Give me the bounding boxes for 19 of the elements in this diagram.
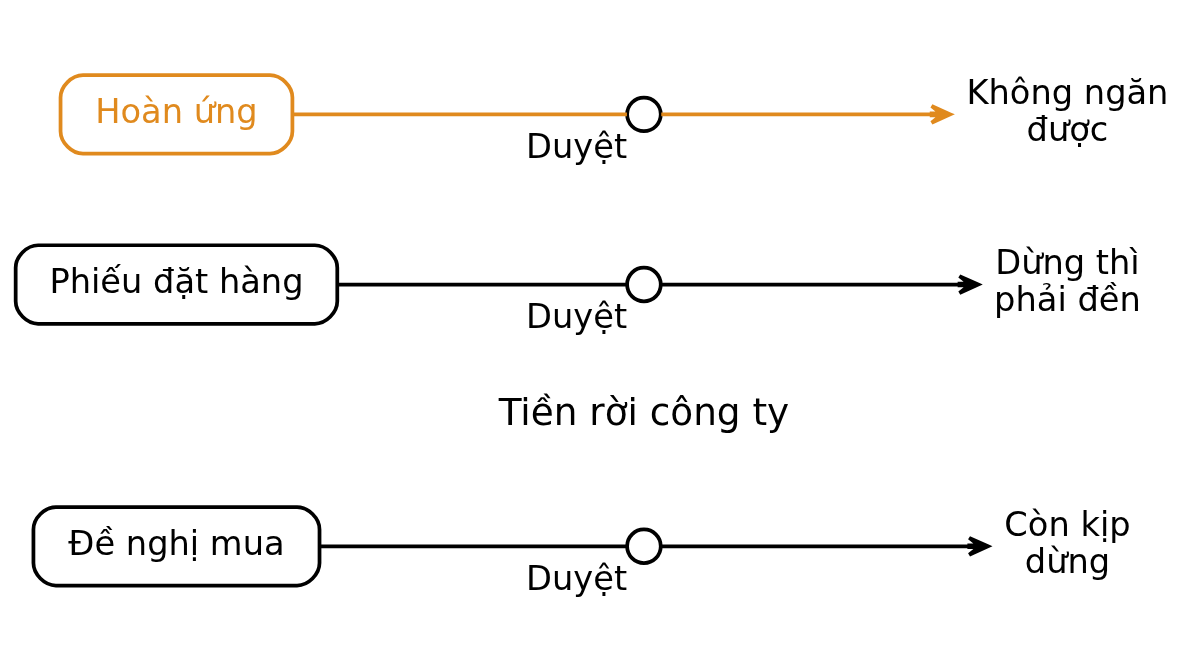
connector [320,544,627,549]
connector [292,112,627,117]
node-text: Dừng thì phải đền [994,243,1141,320]
node-label: Duyệt [526,297,628,337]
arrow [661,274,981,295]
node-box: Phiếu đặt hàng [13,243,340,326]
label: Tiền rời công ty [498,389,790,434]
node-circle [625,527,663,565]
node-text: Còn kịp dừng [1004,504,1131,582]
node-label: Duyệt [526,559,628,599]
arrow [661,536,990,557]
connector [337,282,627,287]
node-text: Không ngăn được [966,72,1169,150]
node-circle [625,265,663,304]
node-box: Đề nghị mua [31,505,322,588]
node-circle [625,95,663,134]
node-label: Duyệt [526,127,628,167]
node-box: Hoàn ứng [58,73,295,156]
arrow [661,104,953,125]
